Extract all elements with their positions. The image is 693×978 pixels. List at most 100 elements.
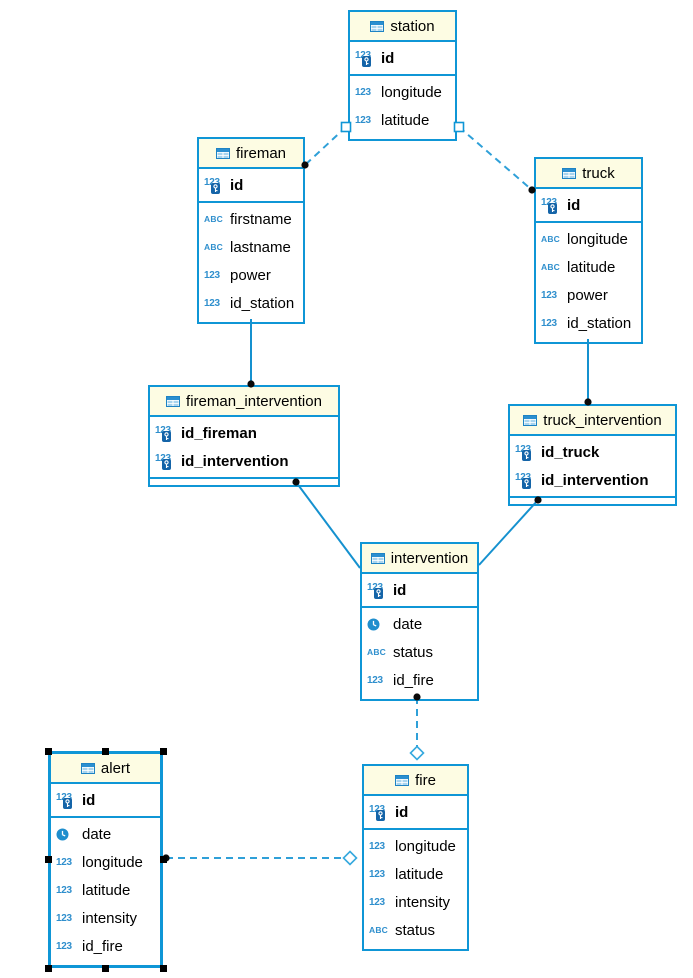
entity-title: fireman — [235, 144, 287, 162]
column-name: id — [82, 791, 96, 809]
selection-handle[interactable] — [159, 856, 167, 863]
entity-header[interactable]: station — [350, 12, 455, 42]
entity-header[interactable]: fireman_intervention — [150, 387, 338, 417]
column-id[interactable]: 123 id — [362, 576, 477, 604]
open-diamond-marker — [409, 745, 425, 761]
selection-handle[interactable] — [44, 747, 52, 755]
numeric-type-icon: 123 — [541, 317, 557, 329]
text-type-icon: ABC — [541, 262, 561, 272]
entity-fireman[interactable]: fireman123 idABCfirstnameABClastname123p… — [197, 137, 305, 324]
selection-handle[interactable] — [159, 747, 167, 755]
column-id_truck[interactable]: 123 id_truck — [510, 438, 675, 466]
table-icon — [166, 395, 181, 407]
entity-intervention[interactable]: intervention123 id dateABCstatus123id_fi… — [360, 542, 479, 701]
entity-header[interactable]: truck_intervention — [510, 406, 675, 436]
table-icon — [370, 20, 385, 32]
connection-station-fireman[interactable] — [304, 126, 347, 166]
text-type-icon: ABC — [369, 925, 389, 935]
primary-key-icon: 123 — [515, 471, 536, 489]
entity-title: truck_intervention — [543, 411, 662, 429]
column-id[interactable]: 123 id — [51, 786, 160, 814]
column-date[interactable]: date — [51, 820, 160, 848]
connection-truck_intervention-intervention[interactable] — [478, 499, 539, 566]
text-type-icon: ABC — [541, 234, 561, 244]
entity-truck-intervention[interactable]: truck_intervention 123 id_truck123 id_int… — [508, 404, 677, 506]
column-name: power — [567, 286, 608, 304]
numeric-type-icon: 123 — [56, 856, 72, 868]
primary-key-section: 123 id — [199, 169, 303, 203]
numeric-type-icon: 123 — [56, 912, 72, 924]
entity-header[interactable]: intervention — [362, 544, 477, 574]
column-name: longitude — [381, 83, 442, 101]
column-name: power — [230, 266, 271, 284]
column-id_fire[interactable]: 123 id_fire — [51, 932, 160, 960]
entity-header[interactable]: truck — [536, 159, 641, 189]
numeric-type-icon: 123 — [204, 269, 220, 281]
text-type-icon: ABC — [204, 242, 224, 252]
primary-key-icon: 123 — [369, 803, 390, 821]
selection-handle[interactable] — [44, 856, 52, 863]
column-name: id_fire — [393, 671, 434, 689]
column-id[interactable]: 123 id — [364, 798, 467, 826]
primary-key-icon: 123 — [541, 196, 562, 214]
column-name: intensity — [395, 893, 451, 911]
numeric-type-icon: 123 — [355, 114, 371, 126]
selection-handle[interactable] — [159, 964, 167, 972]
selection-handle[interactable] — [102, 747, 109, 755]
column-date[interactable]: date — [362, 610, 477, 638]
primary-key-section: 123 id — [51, 784, 160, 818]
selection-handle[interactable] — [44, 964, 52, 972]
column-name: id — [381, 49, 395, 67]
primary-key-section: 123 id — [536, 189, 641, 223]
entity-truck[interactable]: truck123 idABClongitudeABClatitude123pow… — [534, 157, 643, 344]
column-latitude[interactable]: 123 latitude — [350, 106, 455, 134]
column-name: id — [393, 581, 407, 599]
column-id[interactable]: 123 id — [350, 44, 455, 72]
column-id[interactable]: 123 id — [536, 191, 641, 219]
column-name: latitude — [381, 111, 430, 129]
column-power[interactable]: 123 power — [199, 261, 303, 289]
numeric-type-icon: 123 — [56, 940, 72, 952]
column-longitude[interactable]: 123 longitude — [51, 848, 160, 876]
column-id_intervention[interactable]: 123 id_intervention — [150, 447, 338, 475]
column-id_intervention[interactable]: 123 id_intervention — [510, 466, 675, 494]
entity-alert[interactable]: alert123 id date123longitude123latitude1… — [48, 751, 163, 968]
entity-fireman-intervention[interactable]: fireman_intervention123 id_fireman123 id… — [148, 385, 340, 487]
entity-title: fire — [415, 771, 436, 789]
column-name: id — [567, 196, 581, 214]
column-id_fireman[interactable]: 123 id_fireman — [150, 419, 338, 447]
numeric-type-icon: 123 — [204, 297, 220, 309]
column-name: id — [230, 176, 244, 194]
selection-handle[interactable] — [102, 964, 109, 972]
connection-station-truck[interactable] — [458, 126, 533, 191]
entity-header[interactable]: alert — [51, 754, 160, 784]
column-id[interactable]: 123 id — [199, 171, 303, 199]
connection-fireman_intervention-intervention[interactable] — [295, 481, 361, 569]
entity-fire[interactable]: fire123 id123longitude123latitude123inte… — [362, 764, 469, 951]
entity-header[interactable]: fireman — [199, 139, 303, 169]
primary-key-section: 123 id_truck123 id_intervention — [510, 436, 675, 498]
table-icon — [215, 147, 230, 159]
entity-header[interactable]: fire — [364, 766, 467, 796]
column-name: longitude — [82, 853, 143, 871]
column-name: id_fire — [82, 937, 123, 955]
